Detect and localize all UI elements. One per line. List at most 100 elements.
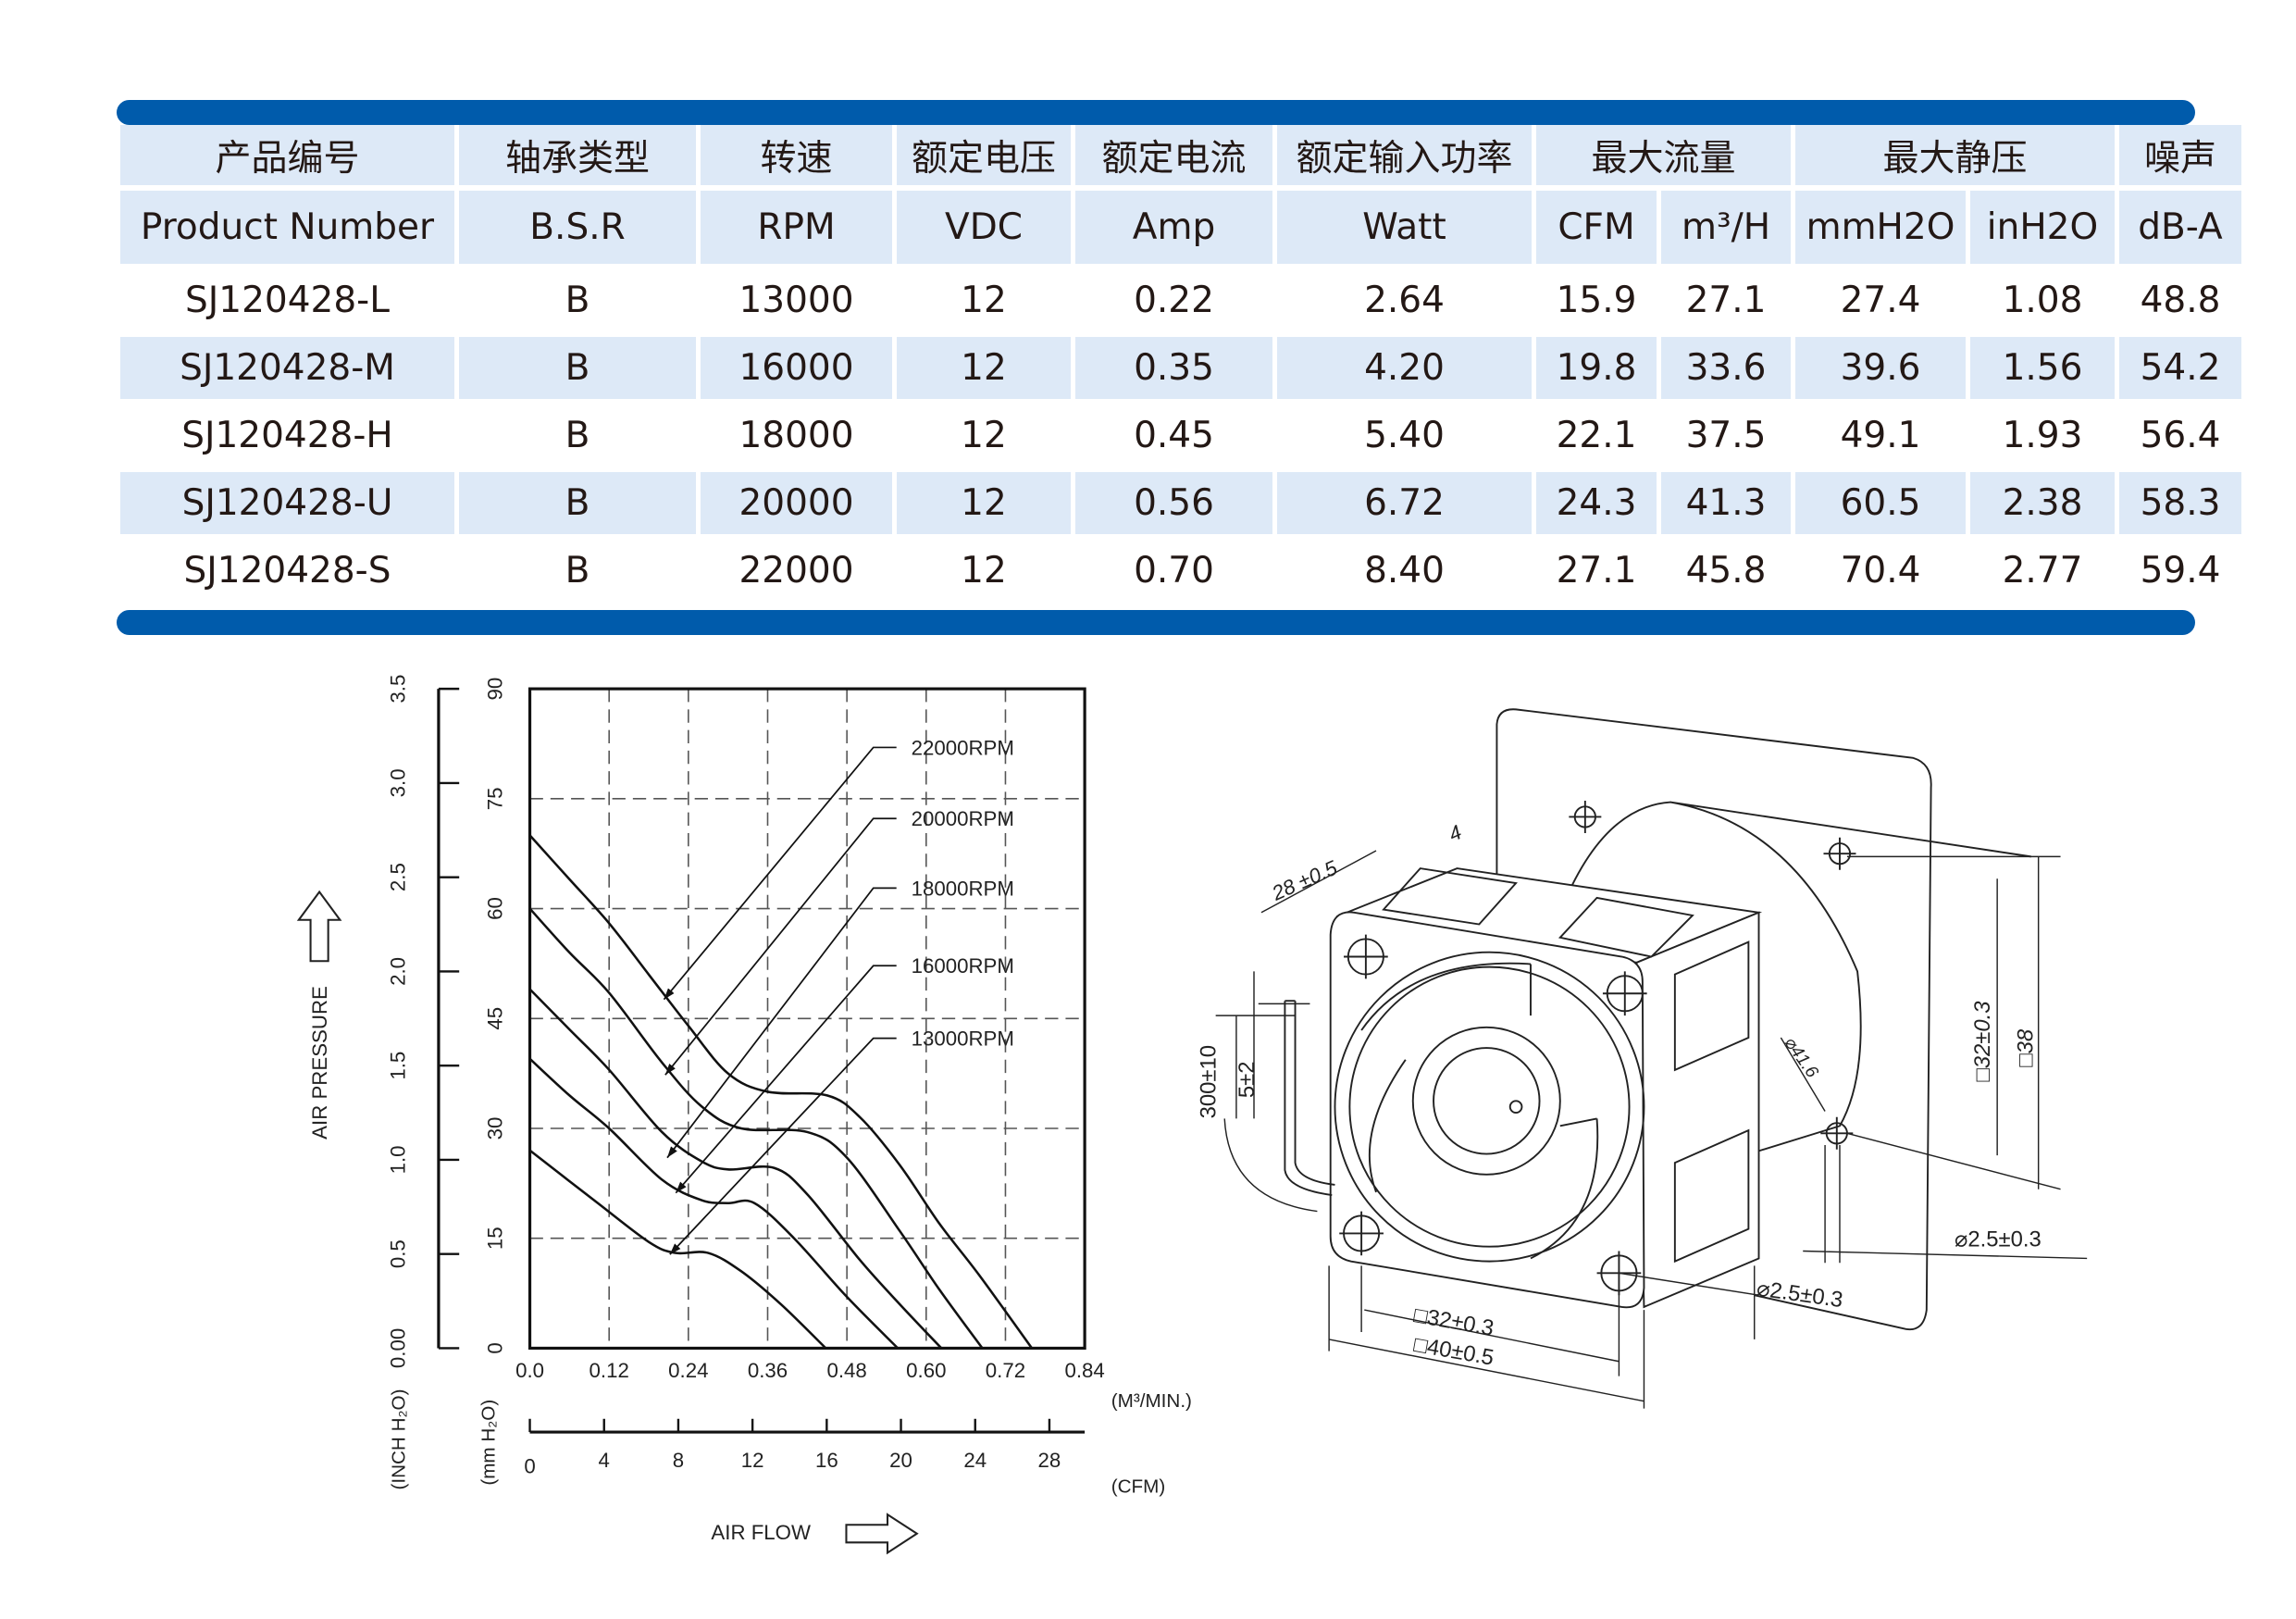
- table-top-bar: [117, 100, 2195, 125]
- curve-18000rpm: [528, 988, 943, 1350]
- y2-tick-label: 2.5: [386, 863, 409, 891]
- x2-tick-label: 28: [1038, 1449, 1061, 1472]
- table-cell: 37.5: [1685, 415, 1767, 456]
- table-cell: SJ120428-L: [185, 280, 390, 321]
- column-header-cn: 额定电流: [1075, 125, 1272, 185]
- column-header-en: RPM: [701, 191, 892, 264]
- curve-13000rpm: [528, 1149, 827, 1350]
- dim-strip-length: 5±2: [1235, 1062, 1260, 1099]
- up-arrow-icon: [296, 890, 342, 963]
- lead-wires: [1284, 1000, 1335, 1197]
- column-header-cn: 噪声: [2119, 125, 2241, 185]
- back-plate: [1496, 708, 1932, 1331]
- table-cell: 6.72: [1277, 472, 1532, 534]
- table-cell: 27.1: [1556, 550, 1637, 592]
- x-unit-label: (M³/MIN.): [1111, 1390, 1192, 1412]
- column-header-en: Watt: [1277, 191, 1532, 264]
- column-header-en: mmH2O: [1795, 191, 1966, 264]
- table-cell: 27.4: [1840, 280, 1921, 321]
- curve-22000rpm: [528, 834, 1034, 1350]
- column-header-en: CFM: [1536, 191, 1657, 264]
- table-cell: 22.1: [1556, 415, 1637, 456]
- housing-front: [1329, 911, 1645, 1309]
- column-header-cn: 额定电压: [897, 125, 1071, 185]
- table-cell: 49.1: [1840, 415, 1921, 456]
- table-cell: B: [565, 550, 590, 592]
- table-cell: 13000: [738, 280, 854, 321]
- table-cell: 2.64: [1364, 280, 1445, 321]
- y2-tick-label: 3.5: [386, 675, 409, 704]
- y2-tick-label: 1.0: [386, 1145, 409, 1174]
- table-cell: SJ120428-M: [120, 337, 454, 399]
- table-cell: 58.3: [2119, 472, 2241, 534]
- y-tick-label: 30: [483, 1117, 506, 1140]
- y-tick-label: 45: [483, 1007, 506, 1030]
- table-cell: 18000: [738, 415, 854, 456]
- table-cell: 45.8: [1685, 550, 1767, 592]
- table-cell: 16000: [701, 337, 892, 399]
- column-header-en: Amp: [1075, 191, 1272, 264]
- table-cell: 60.5: [1795, 472, 1966, 534]
- column-header-en: m³/H: [1661, 191, 1791, 264]
- y2-tick-label: 0.00: [386, 1328, 409, 1368]
- column-header-en: inH2O: [1970, 191, 2115, 264]
- table-cell: SJ120428-U: [120, 472, 454, 534]
- table-cell: 8.40: [1364, 550, 1445, 592]
- column-header-en: B.S.R: [459, 191, 696, 264]
- y-tick-label: 15: [483, 1227, 506, 1250]
- table-cell: B: [459, 472, 696, 534]
- y-tick-label: 90: [483, 678, 506, 701]
- x-axis-title: AIR FLOW: [711, 1521, 811, 1544]
- table-cell: 22000: [738, 550, 854, 592]
- series-leader-line: [664, 817, 897, 1076]
- y-unit-label: (mm H₂O): [478, 1400, 499, 1486]
- fan-ring: [1334, 951, 1645, 1263]
- table-bottom-bar: [117, 610, 2195, 635]
- x2-tick-label: 16: [815, 1449, 838, 1472]
- series-label: 13000RPM: [912, 1027, 1014, 1051]
- x2-tick-label: 20: [889, 1449, 912, 1472]
- table-cell: 54.2: [2119, 337, 2241, 399]
- right-arrow-icon: [845, 1513, 919, 1555]
- dim-back-size: □38: [2013, 1028, 2038, 1067]
- table-cell: SJ120428-S: [183, 550, 391, 592]
- x2-tick-label: 24: [963, 1449, 987, 1472]
- table-cell: 1.08: [2002, 280, 2083, 321]
- y-tick-label: 60: [483, 897, 506, 920]
- x2-unit-label: (CFM): [1111, 1476, 1166, 1497]
- table-cell: 2.77: [2002, 550, 2083, 592]
- table-cell: 0.56: [1075, 472, 1272, 534]
- series-leader-line: [666, 887, 897, 1159]
- y2-unit-label: (INCH H₂O): [388, 1389, 409, 1490]
- table-cell: 4.20: [1277, 337, 1532, 399]
- x-tick-label: 0.72: [986, 1359, 1025, 1382]
- table-cell: B: [565, 415, 590, 456]
- x2-tick-label: 4: [599, 1449, 610, 1472]
- table-cell: 33.6: [1661, 337, 1791, 399]
- housing-side: [1635, 911, 1760, 1309]
- table-cell: 56.4: [2140, 415, 2221, 456]
- table-cell: 12: [897, 337, 1071, 399]
- series-label: 20000RPM: [912, 807, 1014, 830]
- table-cell: 12: [961, 415, 1007, 456]
- table-cell: 0.45: [1134, 415, 1214, 456]
- pq-curve-chart: 22000RPM20000RPM18000RPM16000RPM13000RPM…: [296, 675, 1192, 1555]
- dim-lines: [1215, 850, 2088, 1409]
- table-cell: 12: [961, 280, 1007, 321]
- back-bore-arc: [1562, 801, 2031, 1152]
- table-cell: B: [565, 280, 590, 321]
- table-cell: 0.22: [1134, 280, 1214, 321]
- column-header-cn: 轴承类型: [459, 125, 696, 185]
- table-cell: 48.8: [2140, 280, 2221, 321]
- series-label: 22000RPM: [912, 736, 1014, 759]
- y-tick-label: 75: [483, 787, 506, 810]
- column-header-cn: 转速: [701, 125, 892, 185]
- table-cell: 70.4: [1840, 550, 1921, 592]
- series-label: 16000RPM: [912, 954, 1014, 978]
- table-cell: 59.4: [2140, 550, 2221, 592]
- dim-back-bore: ⌀41.6: [1780, 1034, 1821, 1082]
- table-cell: 15.9: [1556, 280, 1637, 321]
- x-tick-label: 0.24: [668, 1359, 708, 1382]
- table-cell: 1.56: [1970, 337, 2115, 399]
